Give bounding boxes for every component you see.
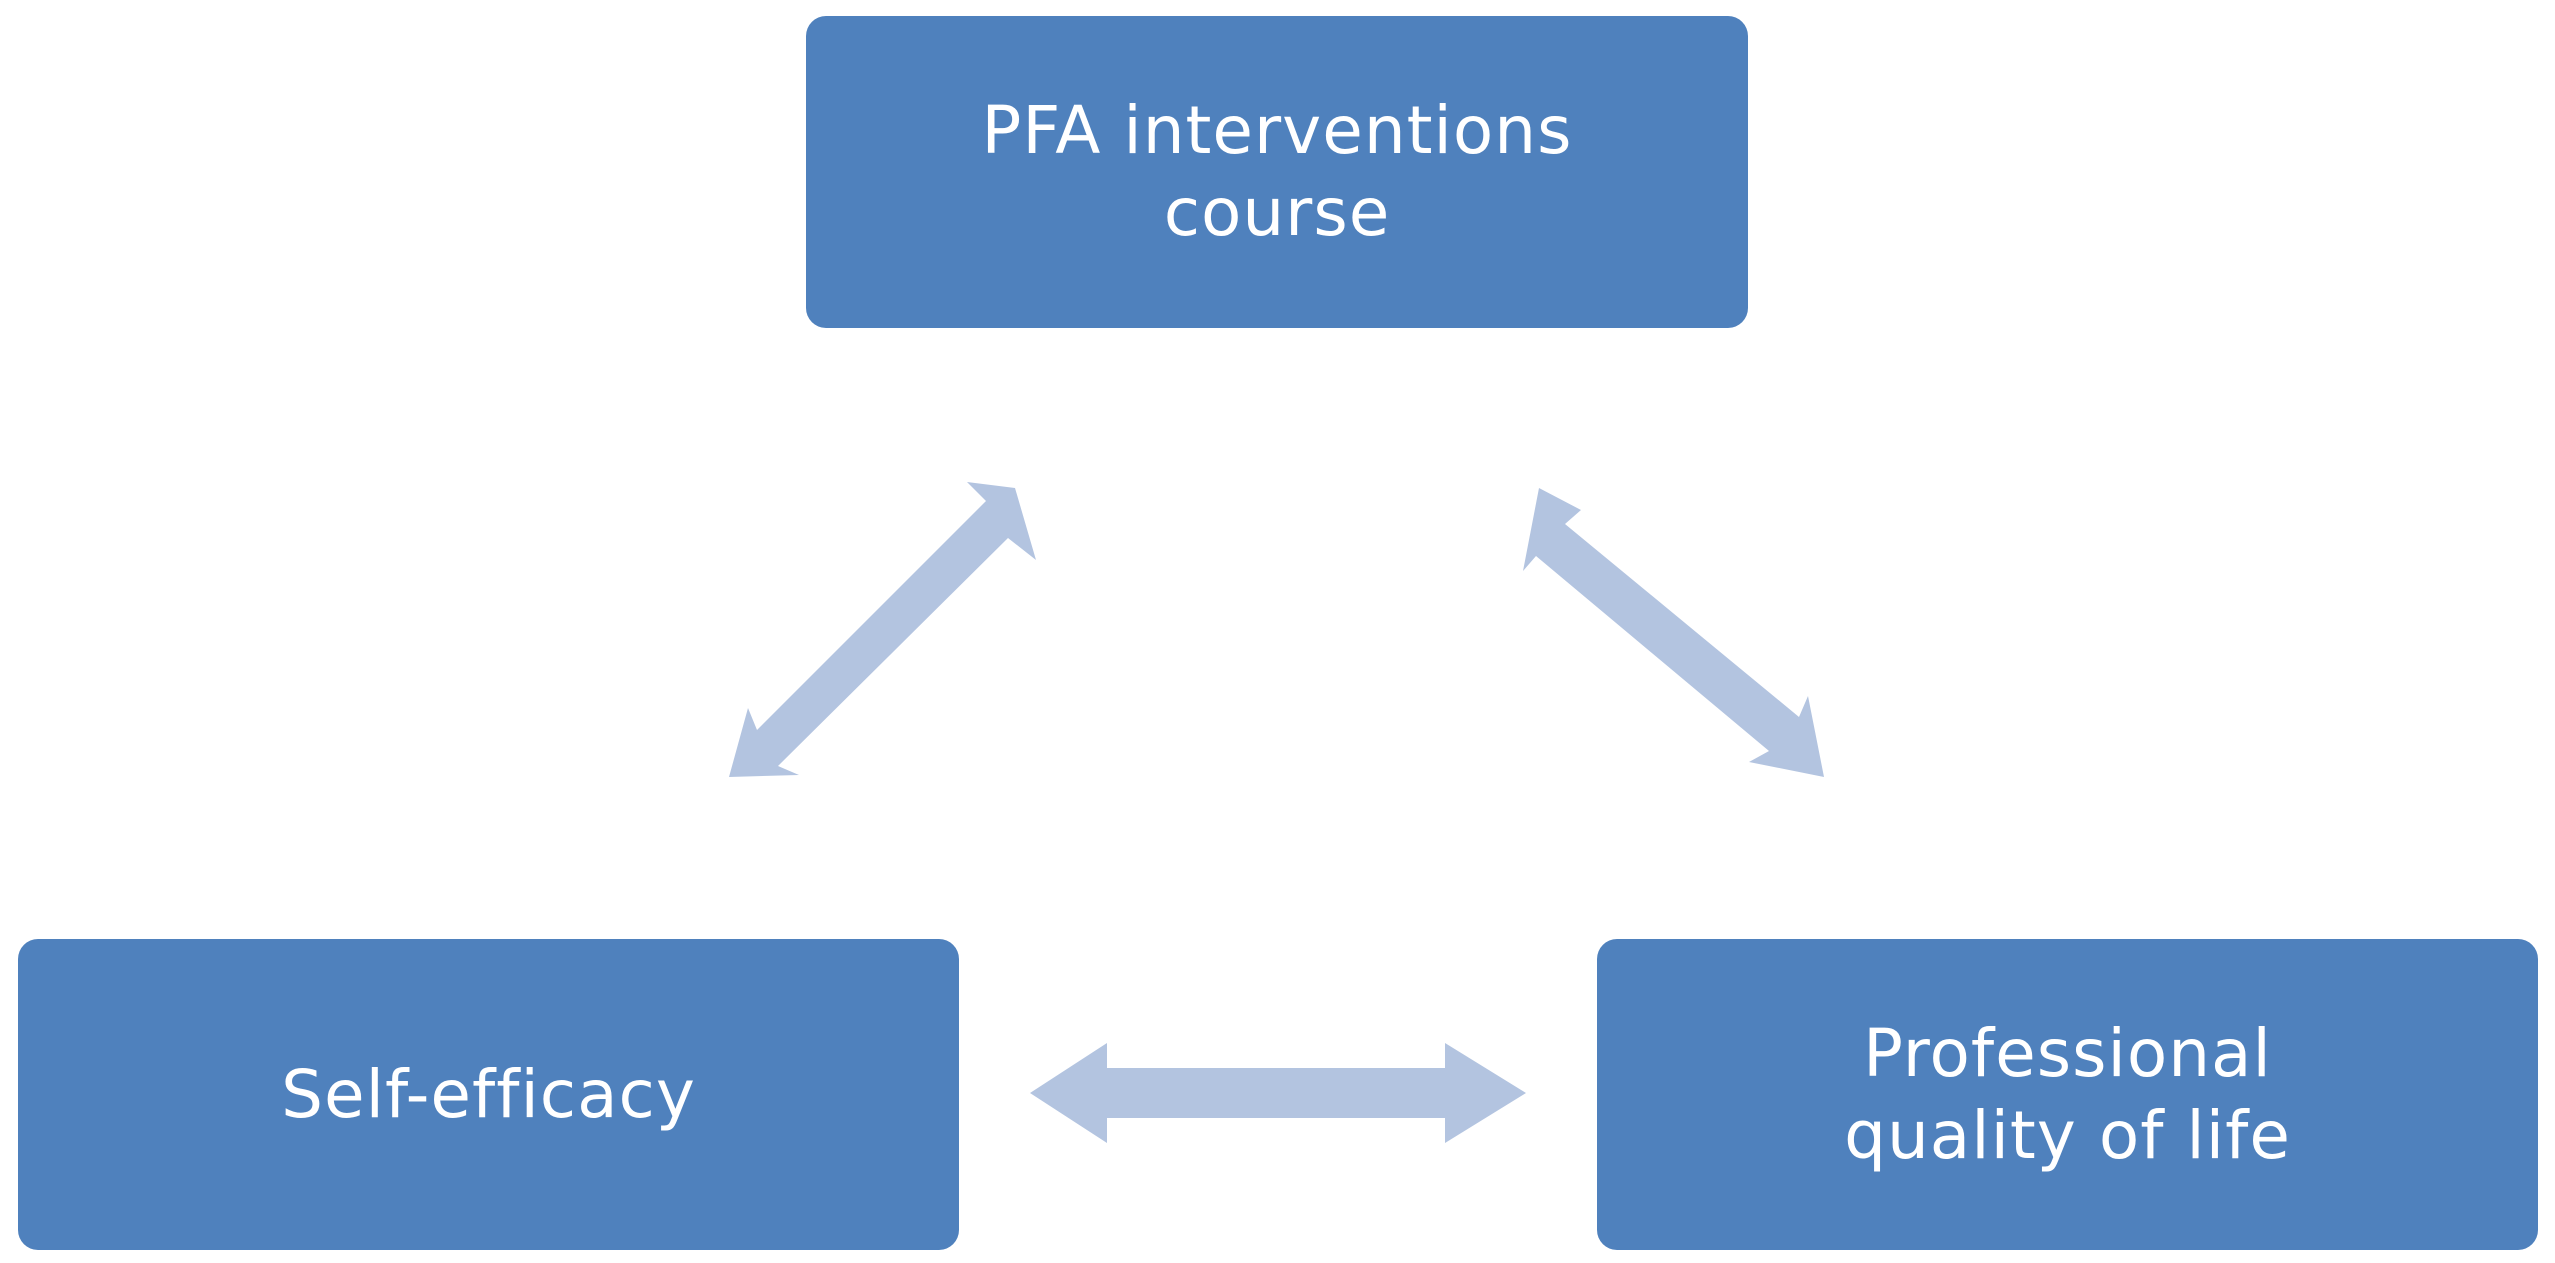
node-professional-quality-of-life: Professional quality of life	[1597, 939, 2538, 1250]
node-label-line: quality of life	[1844, 1096, 2291, 1174]
node-self-efficacy: Self-efficacy	[18, 939, 959, 1250]
arrow-top-left	[729, 482, 1036, 777]
arrow-top-right	[1523, 488, 1824, 777]
node-label-line: Self-efficacy	[281, 1055, 696, 1133]
node-label: Self-efficacy	[281, 1054, 696, 1136]
node-label-line: Professional	[1863, 1014, 2272, 1092]
node-label-line: course	[1163, 174, 1391, 251]
node-label: PFA interventions course	[982, 90, 1573, 254]
node-label-line: PFA interventions	[981, 92, 1573, 169]
node-pfa-interventions-course: PFA interventions course	[806, 16, 1748, 328]
arrow-left-right	[1030, 1043, 1526, 1143]
node-label: Professional quality of life	[1844, 1013, 2291, 1177]
